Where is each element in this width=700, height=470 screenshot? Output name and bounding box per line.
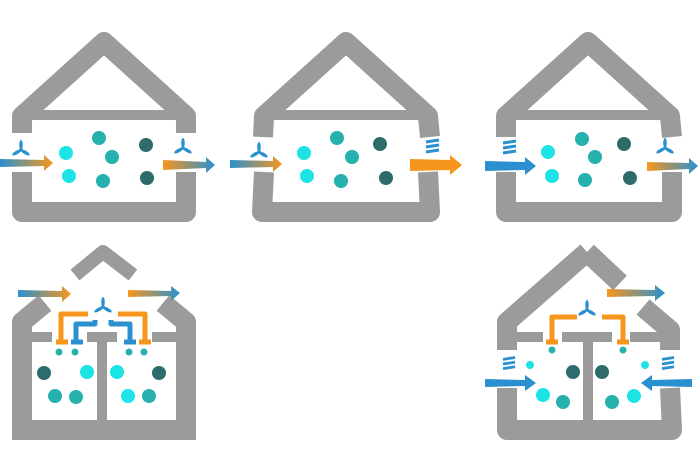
vent-icon [660, 356, 676, 371]
supply-arrow-right [641, 375, 692, 391]
supply-arrow [485, 157, 536, 175]
fan-icon [11, 140, 31, 157]
stale-air-duct [58, 311, 88, 341]
vent-icon [424, 138, 441, 154]
house-supply-ventilation [230, 32, 462, 222]
exhaust-arrow [647, 158, 698, 174]
right-roof-lower [636, 299, 680, 350]
particles [541, 132, 637, 187]
right-roof-wall [156, 295, 196, 430]
particles [37, 348, 166, 404]
left-roof-wall [12, 295, 52, 430]
fan-icon [655, 138, 675, 155]
particles [526, 346, 649, 409]
supply-arrow-left [485, 375, 536, 391]
supply-arrow [0, 155, 53, 171]
exhaust-arrow [607, 285, 665, 301]
floor-walls [252, 171, 440, 222]
vent-icon [501, 139, 518, 155]
fan-icon [249, 142, 269, 159]
house-exhaust-ventilation [485, 32, 698, 222]
fan-icon [577, 300, 597, 317]
fresh-air-duct [73, 320, 98, 341]
fan-icon [93, 297, 113, 314]
house-central-heat-recovery [12, 245, 196, 440]
floor-walls [12, 172, 196, 222]
supply-arrow [230, 156, 282, 172]
left-roof-wall [497, 244, 594, 350]
exhaust-arrow [410, 155, 462, 175]
fan-icon [173, 138, 193, 155]
house-central-exhaust [485, 244, 692, 440]
roof [12, 32, 196, 133]
stale-air-duct [118, 311, 148, 341]
right-roof-upper [580, 244, 627, 291]
particles [59, 131, 154, 188]
roof [253, 32, 440, 138]
house-balanced-ventilation [0, 32, 215, 222]
stale-air-duct [602, 314, 626, 341]
vent-icon [501, 356, 517, 371]
exhaust-arrow [128, 286, 180, 301]
floor-walls [496, 172, 682, 222]
intake-arrow [18, 286, 71, 302]
floor-walls [497, 387, 682, 440]
fresh-air-duct [108, 320, 133, 341]
roof-cap [70, 245, 138, 281]
particles [297, 131, 393, 188]
exhaust-arrow [163, 157, 215, 173]
stale-air-duct [549, 314, 577, 341]
roof [496, 32, 682, 138]
